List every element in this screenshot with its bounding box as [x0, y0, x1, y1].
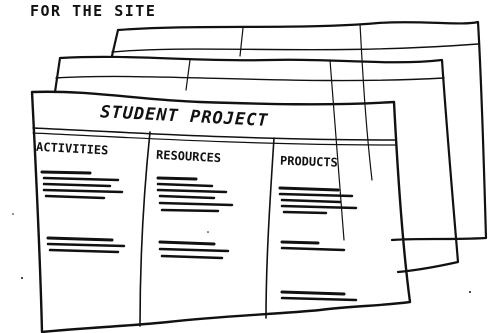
caption-text: FOR THE SITE: [30, 2, 156, 20]
products-scribble-block-2: [280, 240, 346, 252]
activities-scribble-block-2: [46, 236, 126, 254]
back-sheet: [110, 20, 488, 242]
column-heading-resources: RESOURCES: [156, 148, 222, 165]
ink-speckles: [12, 213, 471, 293]
activities-scribble-block-1: [40, 170, 124, 200]
middle-sheet: [53, 55, 460, 274]
products-scribble-block-3: [280, 290, 358, 302]
column-heading-activities: ACTIVITIES: [36, 140, 109, 158]
products-scribble-block-1: [278, 186, 358, 215]
resources-scribble-block-1: [156, 176, 234, 213]
column-heading-products: PRODUCTS: [280, 154, 338, 170]
front-sheet: STUDENT PROJECT ACTIVITIES RESOURCES PRO…: [30, 90, 412, 333]
front-sheet-title: STUDENT PROJECT: [100, 102, 269, 131]
resources-scribble-block-2: [158, 240, 230, 260]
